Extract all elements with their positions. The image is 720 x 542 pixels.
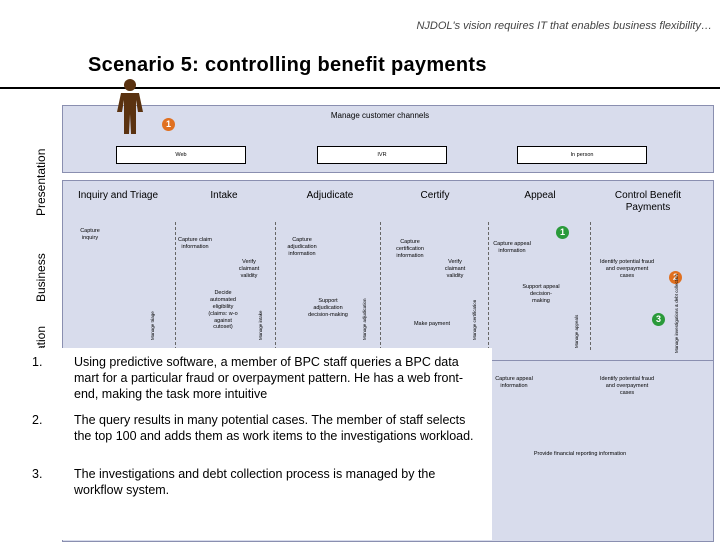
manage-triage-label: Manage triage xyxy=(150,311,155,340)
lane-divider xyxy=(275,222,276,350)
person-icon xyxy=(117,79,143,134)
notes-panel: 1. Using predictive software, a member o… xyxy=(30,348,492,540)
lane-divider xyxy=(175,222,176,350)
verify-claimant-1: Verify claimant validity xyxy=(238,259,260,279)
decide-eligibility: Decide automated eligibility (claims: w-… xyxy=(208,290,238,331)
manage-investigations-label: Manage investigations & debt collection xyxy=(674,273,679,353)
stage-control: Control Benefit Payments xyxy=(614,190,682,213)
note-number: 1. xyxy=(32,355,43,369)
support-appeal: Support appeal decision-making xyxy=(522,284,560,304)
business-band xyxy=(62,180,714,362)
channels-title: Manage customer channels xyxy=(330,111,430,120)
channel-web[interactable]: Web xyxy=(116,146,246,164)
manage-adjudication-label: Manage adjudication xyxy=(362,298,367,340)
support-adjudication: Support adjudication decision-making xyxy=(308,298,348,318)
capture-certification: Capture certification information xyxy=(396,239,424,259)
channel-ivr[interactable]: IVR xyxy=(317,146,447,164)
manage-intake-label: Manage intake xyxy=(258,310,263,340)
manage-appeals-label: Manage appeals xyxy=(574,314,579,348)
verify-claimant-2: Verify claimant validity xyxy=(444,259,466,279)
capture-inquiry: Capture inquiry xyxy=(80,228,100,241)
identify-fraud: Identify potential fraud and overpayment… xyxy=(599,259,655,279)
capture-appeal-lower: Capture appeal information xyxy=(495,376,533,389)
stage-intake: Intake xyxy=(210,190,238,201)
header-tagline: NJDOL's vision requires IT that enables … xyxy=(416,20,712,32)
lane-divider xyxy=(488,222,489,350)
capture-adjudication: Capture adjudication information xyxy=(287,237,317,257)
note-text: The query results in many potential case… xyxy=(74,413,474,443)
lane-divider xyxy=(590,222,591,350)
fraud-marker: 2 xyxy=(669,271,682,284)
manage-certification-label: Manage certification xyxy=(472,299,477,340)
note-item: 2. The query results in many potential c… xyxy=(30,412,492,462)
note-text: Using predictive software, a member of B… xyxy=(74,355,464,401)
business-label: Business xyxy=(34,253,48,302)
appeal-marker: 1 xyxy=(556,226,569,239)
title-divider xyxy=(0,87,720,89)
note-item: 3. The investigations and debt collectio… xyxy=(30,466,492,500)
stage-appeal: Appeal xyxy=(524,190,556,201)
presentation-label: Presentation xyxy=(34,148,48,216)
provide-reporting: Provide financial reporting information xyxy=(533,451,627,457)
stage-certify: Certify xyxy=(420,190,450,201)
note-number: 2. xyxy=(32,413,43,427)
note-text: The investigations and debt collection p… xyxy=(74,467,436,497)
channel-in-person[interactable]: In person xyxy=(517,146,647,164)
make-payment: Make payment xyxy=(413,321,451,327)
capture-appeal: Capture appeal information xyxy=(493,241,531,254)
lane-divider xyxy=(380,222,381,350)
identify-fraud-lower: Identify potential fraud and overpayment… xyxy=(599,376,655,396)
capture-claim: Capture claim information xyxy=(178,237,212,250)
investigations-marker: 3 xyxy=(652,313,665,326)
stage-adjudicate: Adjudicate xyxy=(306,190,354,201)
stage-inquiry: Inquiry and Triage xyxy=(77,190,159,201)
note-number: 3. xyxy=(32,467,43,481)
channel-marker: 1 xyxy=(162,118,175,131)
note-item: 1. Using predictive software, a member o… xyxy=(30,354,492,404)
page-title: Scenario 5: controlling benefit payments xyxy=(88,54,487,76)
